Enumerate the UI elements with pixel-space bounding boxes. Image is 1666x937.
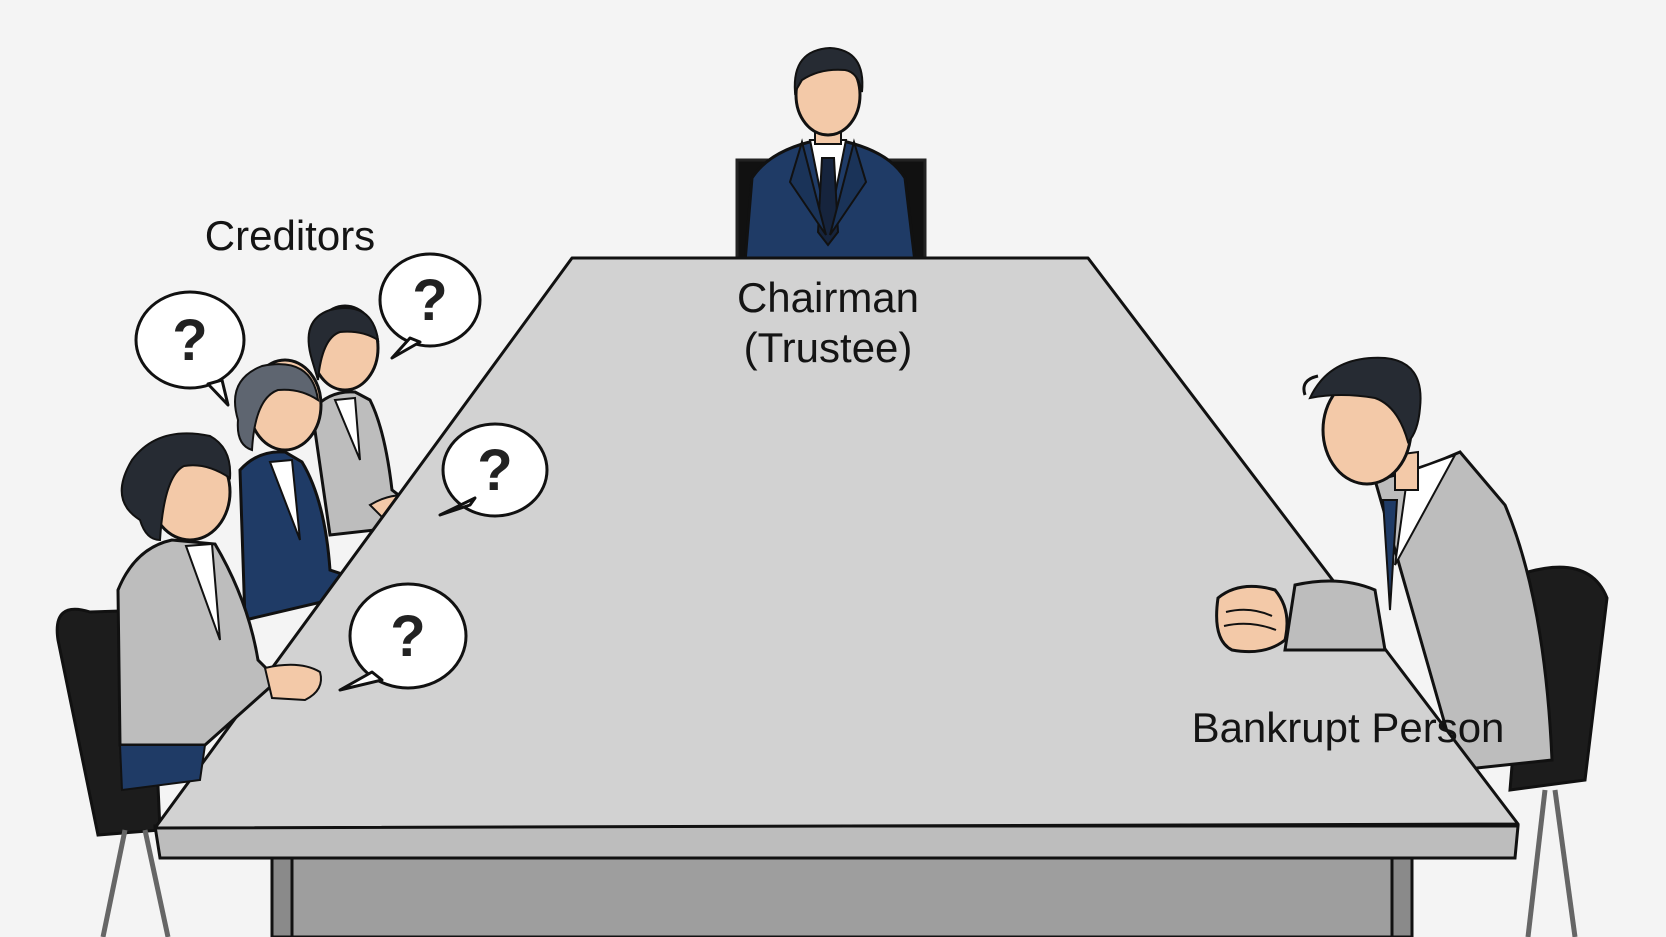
creditor-middle-figure bbox=[234, 358, 364, 622]
speech-bubble-2: ? bbox=[378, 252, 482, 360]
trustee-label: (Trustee) bbox=[744, 324, 913, 371]
bankrupt-hands bbox=[1215, 579, 1387, 654]
creditor-back-figure bbox=[307, 304, 424, 537]
speech-bubble-3: ? bbox=[438, 422, 549, 518]
speech-bubble-1: ? bbox=[134, 290, 246, 407]
chairman-label: Chairman bbox=[737, 274, 919, 321]
question-mark-icon: ? bbox=[477, 438, 512, 503]
chairman-figure bbox=[735, 46, 927, 264]
bankrupt-person-figure bbox=[1302, 356, 1554, 772]
conference-table bbox=[153, 256, 1520, 937]
creditors-label: Creditors bbox=[205, 212, 375, 259]
creditor-front-figure bbox=[116, 432, 322, 792]
speech-bubble-4: ? bbox=[338, 582, 468, 692]
question-mark-icon: ? bbox=[390, 604, 425, 669]
question-mark-icon: ? bbox=[412, 268, 447, 333]
question-mark-icon: ? bbox=[172, 308, 207, 373]
bankrupt-person-label: Bankrupt Person bbox=[1192, 704, 1505, 751]
